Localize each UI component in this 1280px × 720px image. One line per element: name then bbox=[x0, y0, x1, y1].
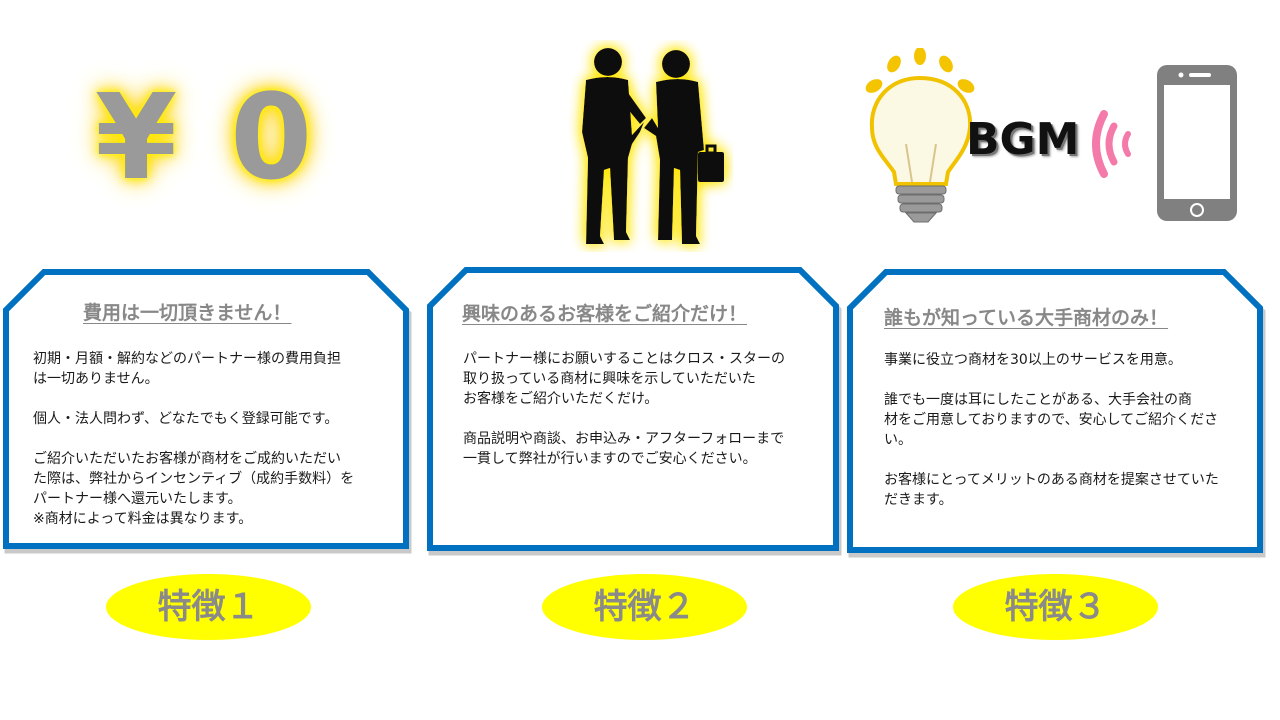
card-paragraph: パートナー様にお願いすることはクロス・スターの 取り扱っている商材に興味を示して… bbox=[463, 351, 785, 407]
card-frame bbox=[3, 269, 412, 554]
card-paragraph: 初期・月額・解約などのパートナー様の費用負担 は一切ありません。 bbox=[33, 351, 341, 387]
card-title: 費用は一切頂きません！ bbox=[83, 302, 292, 324]
light-bulb-icon bbox=[865, 48, 975, 223]
feature-badge-2: 特徴２ bbox=[542, 574, 747, 640]
card-frame bbox=[847, 269, 1266, 558]
card-body: 初期・月額・解約などのパートナー様の費用負担 は一切ありません。 個人・法人問わ… bbox=[33, 349, 393, 529]
card-paragraph: ご紹介いただいたお客様が商材をご成約いただい た際は、弊社からインセンティブ（成… bbox=[33, 451, 355, 527]
card-paragraph: 誰でも一度は耳にしたことがある、大手会社の商 材をご用意しておりますので、安心し… bbox=[884, 392, 1219, 448]
feature-card-2: 興味のあるお客様をご紹介だけ！ パートナー様にお願いすることはクロス・スターの … bbox=[426, 264, 842, 556]
handshake-icon bbox=[582, 48, 724, 244]
feature-card-1: 費用は一切頂きません！ 初期・月額・解約などのパートナー様の費用負担 は一切あり… bbox=[0, 266, 412, 554]
card-body: パートナー様にお願いすることはクロス・スターの 取り扱っている商材に興味を示して… bbox=[463, 349, 823, 469]
feature-badge-3: 特徴３ bbox=[953, 574, 1158, 640]
card-paragraph: 個人・法人問わず、どなたでもく登録可能です。 bbox=[33, 411, 339, 427]
card-paragraph: 商品説明や商談、お申込み・アフターフォローまで 一貫して弊社が行いますのでご安心… bbox=[463, 431, 785, 467]
card-frame bbox=[427, 267, 842, 556]
card-paragraph: 事業に役立つ商材を30以上のサービスを用意。 bbox=[884, 352, 1182, 368]
yen-zero-icon: ¥ 0 bbox=[95, 68, 319, 206]
card-body: 事業に役立つ商材を30以上のサービスを用意。 誰でも一度は耳にしたことがある、大… bbox=[884, 350, 1244, 510]
smartphone-icon bbox=[1157, 65, 1237, 221]
feature-card-3: 誰もが知っている大手商材のみ！ 事業に役立つ商材を30以上のサービスを用意。 誰… bbox=[846, 266, 1266, 558]
feature-badge-1: 特徴１ bbox=[106, 574, 311, 640]
bgm-label: BGM bbox=[966, 114, 1080, 165]
signal-waves-icon bbox=[1092, 110, 1131, 178]
card-paragraph: お客様にとってメリットのある商材を提案させていた だきます。 bbox=[884, 472, 1219, 508]
card-title: 誰もが知っている大手商材のみ！ bbox=[884, 307, 1169, 329]
card-title: 興味のあるお客様をご紹介だけ！ bbox=[462, 303, 748, 325]
